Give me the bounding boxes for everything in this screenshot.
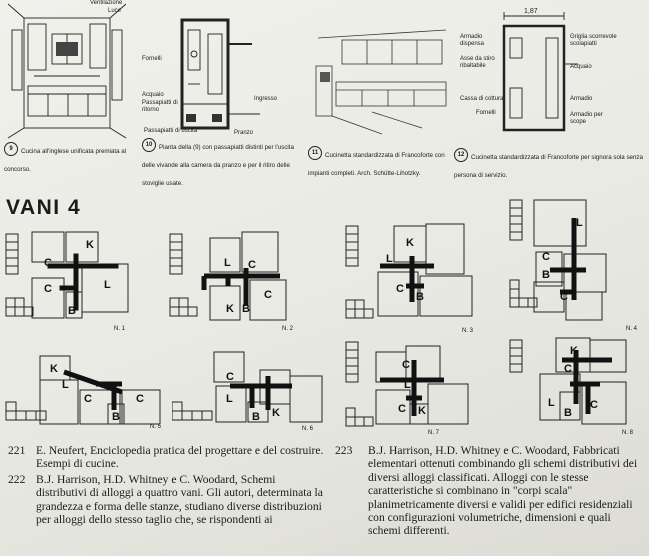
figure-11-drawing <box>315 29 447 135</box>
section-title: VANI 4 <box>6 196 82 219</box>
plan-n1-label: N. 1 <box>114 326 126 332</box>
figure-10-label-acquaio: Acquaio <box>142 92 164 98</box>
figure-12-label-cassa-cottura: Cassa di cottura <box>460 96 504 102</box>
plan-n8-label: N. 8 <box>622 430 634 436</box>
plan-n7-letter-3: C <box>398 403 406 415</box>
figure-10-number: 10 <box>142 138 156 153</box>
plan-n6-letter-4: K <box>272 407 280 419</box>
plan-n4: L C B C N. 4 <box>504 196 646 336</box>
plan-n8-letter-2: C <box>564 363 572 375</box>
figure-10-drawing <box>180 18 260 130</box>
figure-12-label-griglia: Griglia scorrevole scolapiatti <box>570 34 617 47</box>
plan-n1-letter-4: C <box>44 283 52 295</box>
plan-n7-letter-2: L <box>404 379 411 391</box>
plan-n5-label: N. 5 <box>150 424 162 430</box>
figure-12-dimension: 1,87 <box>524 8 538 15</box>
plan-n5-letter-5: C <box>136 393 144 405</box>
plan-n8-letter-5: C <box>590 399 598 411</box>
figure-12-drawing <box>502 12 578 132</box>
figure-10-label-passapiatti-uscita: Passapiatti di uscita <box>144 128 198 134</box>
plan-n5: K L C B C N. 5 <box>4 346 174 432</box>
plan-n1-letter-1: K <box>86 239 94 251</box>
plan-n4-letter-4: C <box>560 291 568 303</box>
plan-n2-letter-1: L <box>224 257 231 269</box>
plan-n8-letter-3: L <box>548 397 555 409</box>
plan-n3: K L C B N. 3 <box>340 220 480 336</box>
figure-12-label-armadio-dispensa: Armadio dispensa <box>460 34 485 47</box>
figure-12-caption-text: Cucinetta standardizzata di Francoforte … <box>454 154 643 179</box>
footnote-221-text: E. Neufert, Enciclopedia pratica del pro… <box>36 444 324 471</box>
plan-n2-label: N. 2 <box>282 326 294 332</box>
figure-9-label-ventilazione: Ventilazione <box>90 0 123 6</box>
plan-n3-letter-1: K <box>406 237 414 249</box>
figure-11-number: 11 <box>308 146 322 161</box>
plan-n2-letter-2: C <box>248 259 256 271</box>
figure-10-label-passapiatti-ritorno: Passapiatti di ritorno <box>142 100 178 113</box>
plan-n1-letter-3: L <box>104 279 111 291</box>
plan-n1-letter-2: C <box>44 257 52 269</box>
figure-10-label-ingresso: Ingresso <box>254 96 278 102</box>
figure-11-caption-text: Cucinetta standardizzata di Francoforte … <box>308 152 445 177</box>
plan-n1: K C L C B N. 1 <box>4 228 144 336</box>
plan-n8: K C L B C N. 8 <box>504 334 646 438</box>
plan-n7-label: N. 7 <box>428 430 440 436</box>
figure-10: Fornelli Acquaio Passapiatti di ritorno … <box>142 14 294 187</box>
figure-10-caption-text: Pianta della (9) con passapiatti distint… <box>142 144 294 187</box>
plan-n6-letter-1: C <box>226 371 234 383</box>
plan-n5-letter-1: K <box>50 363 58 375</box>
footnote-221-number: 221 <box>8 444 26 457</box>
figure-12-label-armadio-scope: Armadio per scope <box>570 112 603 125</box>
footnote-222-text: B.J. Harrison, H.D. Whitney e C. Woodard… <box>36 473 323 527</box>
plan-n6-label: N. 6 <box>302 426 314 432</box>
plan-n7-letter-1: C <box>402 359 410 371</box>
plan-n8-letter-1: K <box>570 345 578 357</box>
plan-n2-letter-4: K <box>226 303 234 315</box>
plan-n4-letter-1: L <box>576 217 583 229</box>
plan-n3-label: N. 3 <box>462 328 474 334</box>
footnote-222-number: 222 <box>8 473 26 486</box>
figure-10-label-pranzo: Pranzo <box>234 130 254 136</box>
plan-n7: C L C K N. 7 <box>340 340 480 436</box>
figure-12-label-acquaio: Acquaio <box>570 64 592 70</box>
figure-9-caption-text: Cucina all'inglese unificata premiata al… <box>4 148 127 173</box>
figure-10-label-fornelli: Fornelli <box>142 56 162 62</box>
figure-9-drawing <box>7 3 127 139</box>
plan-n2-letter-3: C <box>264 289 272 301</box>
plan-n5-letter-3: C <box>84 393 92 405</box>
plan-n3-letter-3: C <box>396 283 404 295</box>
plan-n7-letter-4: K <box>418 405 426 417</box>
plan-n6-letter-2: L <box>226 393 233 405</box>
plan-n1-letter-5: B <box>68 305 76 317</box>
figure-12: 1,87 Armadio dispensa Griglia scorrevole… <box>454 4 644 184</box>
figure-9-number: 9 <box>4 142 18 157</box>
plan-n2: L C C K B N. 2 <box>168 228 308 336</box>
plan-n3-letter-4: B <box>416 291 424 303</box>
figure-12-label-fornelli: Fornelli <box>476 110 496 116</box>
figure-12-number: 12 <box>454 148 468 163</box>
figure-12-label-armadio: Armadio <box>570 96 593 102</box>
plan-n6: C L B K N. 6 <box>172 346 332 432</box>
figure-9-label-luce: Luce <box>108 8 122 14</box>
plan-n5-letter-2: L <box>62 379 69 391</box>
plan-n4-label: N. 4 <box>626 326 638 332</box>
figure-12-label-asse-stiro: Asse da stiro ribaltabile <box>460 56 495 69</box>
plan-n4-letter-3: B <box>542 269 550 281</box>
footnote-223-number: 223 <box>335 444 353 457</box>
plan-n8-letter-4: B <box>564 407 572 419</box>
plan-n6-letter-3: B <box>252 411 260 423</box>
plan-n3-letter-2: L <box>386 253 393 265</box>
plan-n4-letter-2: C <box>542 251 550 263</box>
plan-n5-letter-4: B <box>112 411 120 423</box>
footnote-223-text: B.J. Harrison, H.D. Whitney e C. Woodard… <box>368 444 638 538</box>
plan-n2-letter-5: B <box>242 303 250 315</box>
